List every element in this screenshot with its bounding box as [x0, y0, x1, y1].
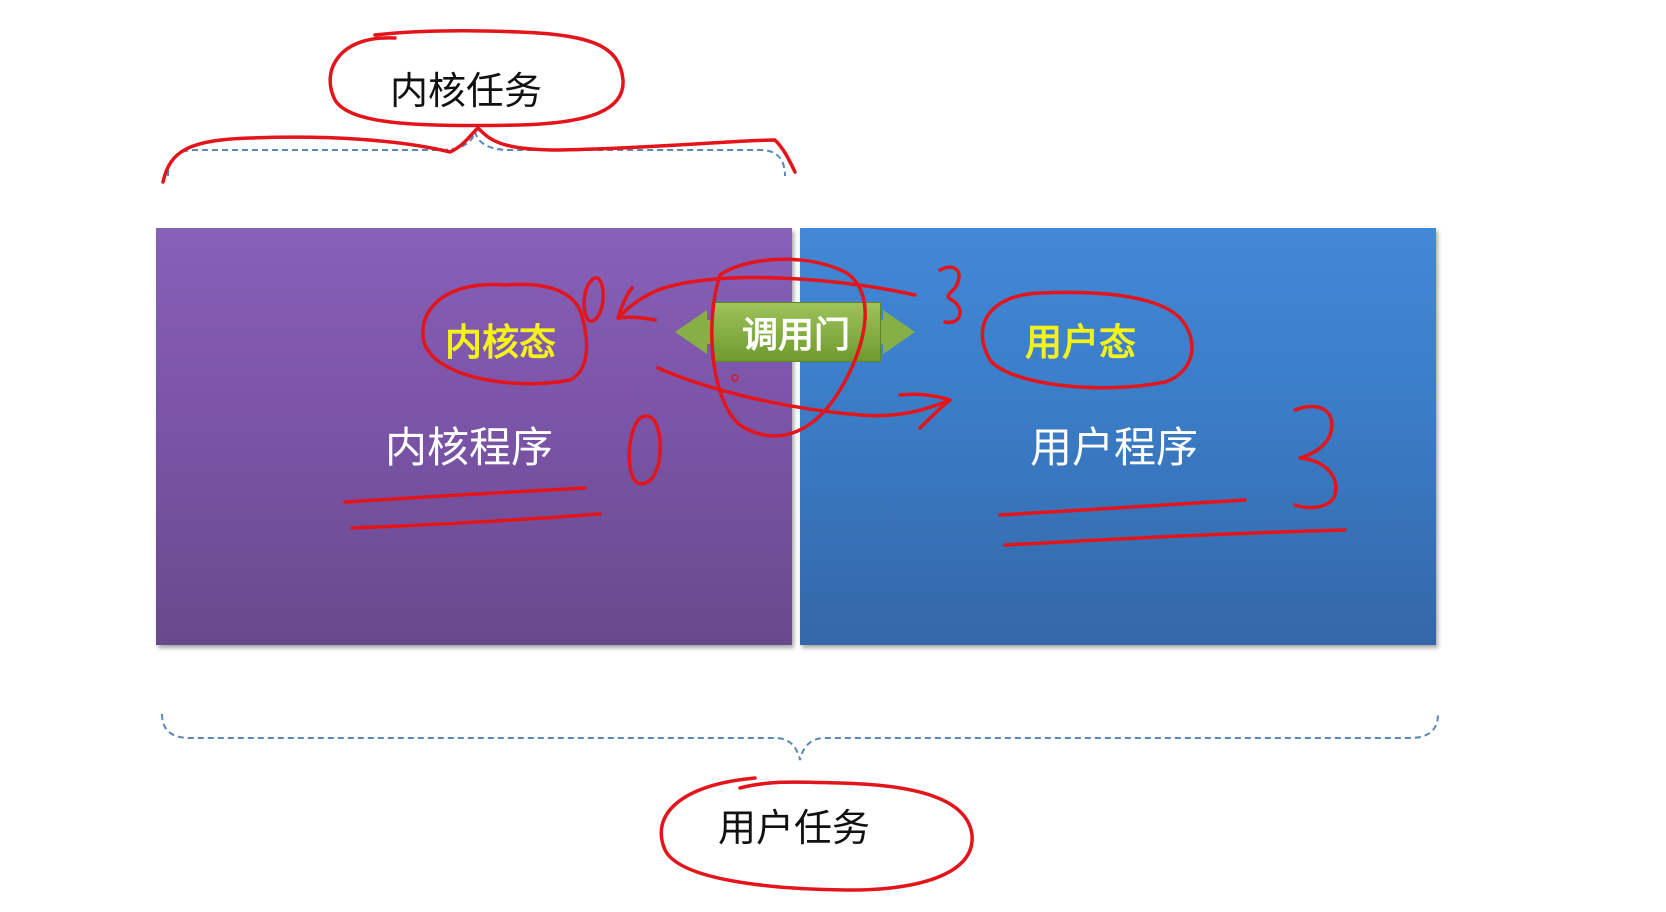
call-gate-label: 调用门	[741, 315, 850, 356]
user-task-brace	[161, 713, 1439, 761]
kernel-task-label: 内核任务	[390, 69, 543, 113]
kernel-task-brace	[167, 128, 786, 177]
user-program-label: 用户程序	[1030, 423, 1199, 472]
call-gate-box: 调用门	[711, 302, 881, 362]
kernel-program-label: 内核程序	[385, 423, 554, 472]
user-task-label: 用户任务	[718, 806, 871, 850]
user-state-label: 用户态	[1025, 321, 1136, 364]
kernel-state-label: 内核态	[445, 321, 556, 364]
